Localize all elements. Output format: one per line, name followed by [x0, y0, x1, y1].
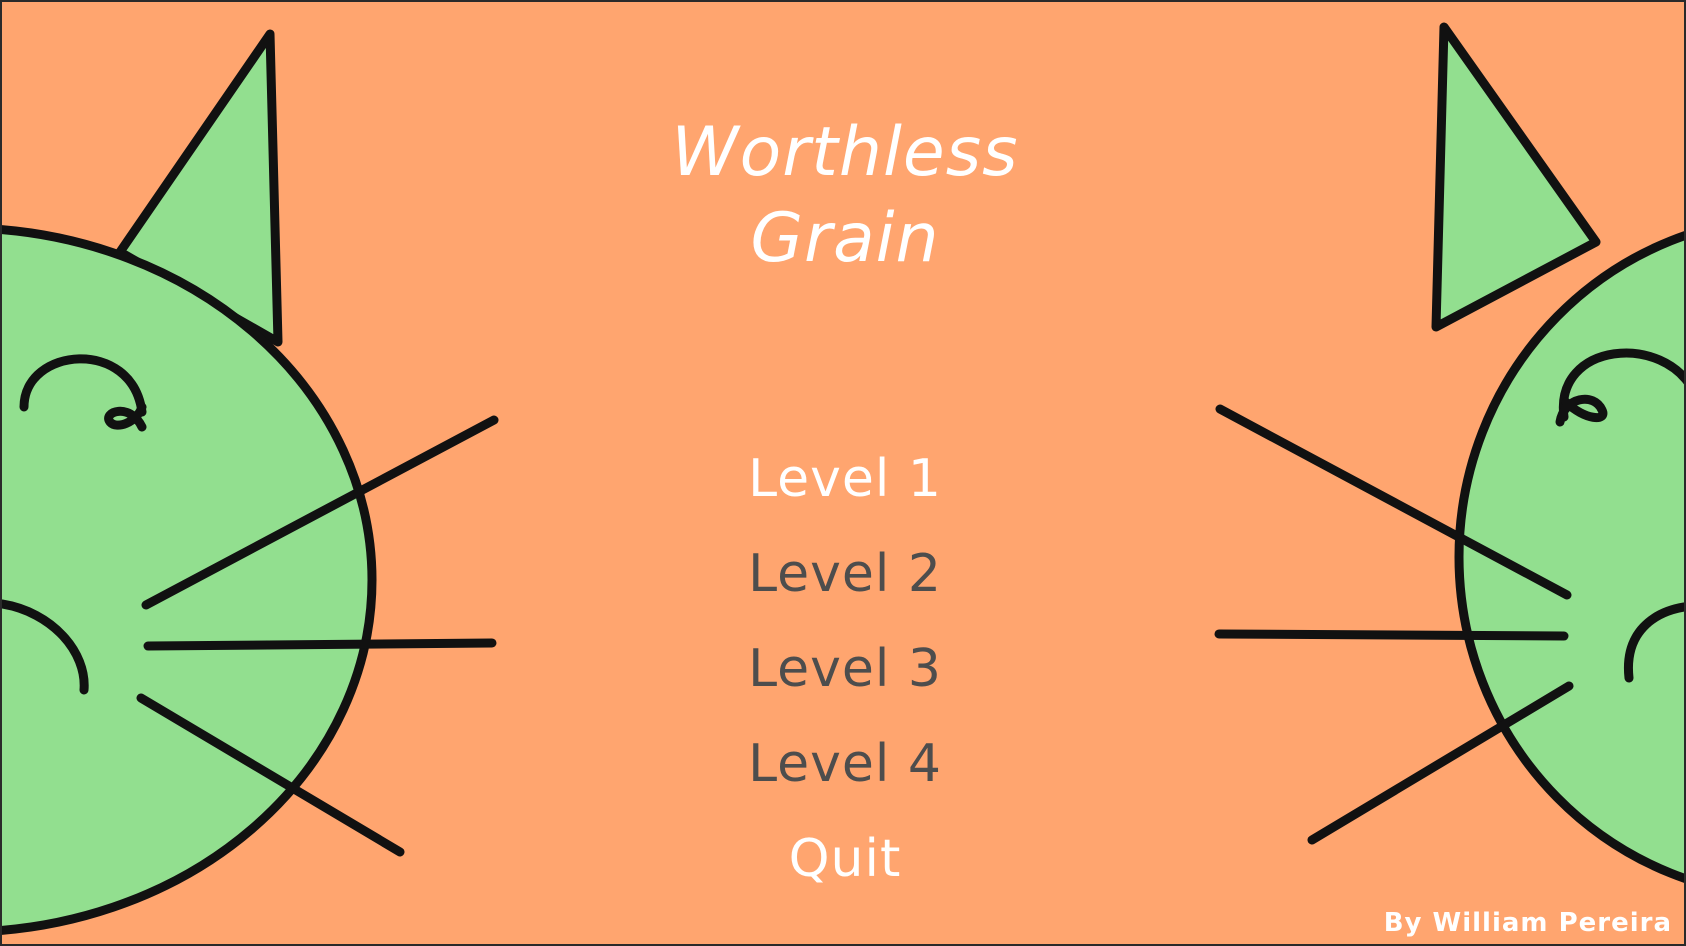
cat-face-left-icon: [2, 2, 562, 944]
menu-item-level-1[interactable]: Level 1: [748, 449, 942, 509]
menu-item-level-4[interactable]: Level 4: [748, 734, 942, 794]
menu-item-quit[interactable]: Quit: [788, 829, 902, 889]
menu-item-level-2[interactable]: Level 2: [748, 544, 942, 604]
cat-face-right-icon: [1124, 2, 1684, 944]
author-credit: By William Pereira: [1383, 908, 1672, 938]
game-title-line1: Worthless: [671, 113, 1019, 192]
menu-item-level-3[interactable]: Level 3: [748, 639, 942, 699]
main-menu: Level 1 Level 2 Level 3 Level 4 Quit: [645, 432, 1045, 907]
game-title-line2: Grain: [750, 199, 940, 278]
game-title: Worthless Grain: [545, 110, 1145, 282]
